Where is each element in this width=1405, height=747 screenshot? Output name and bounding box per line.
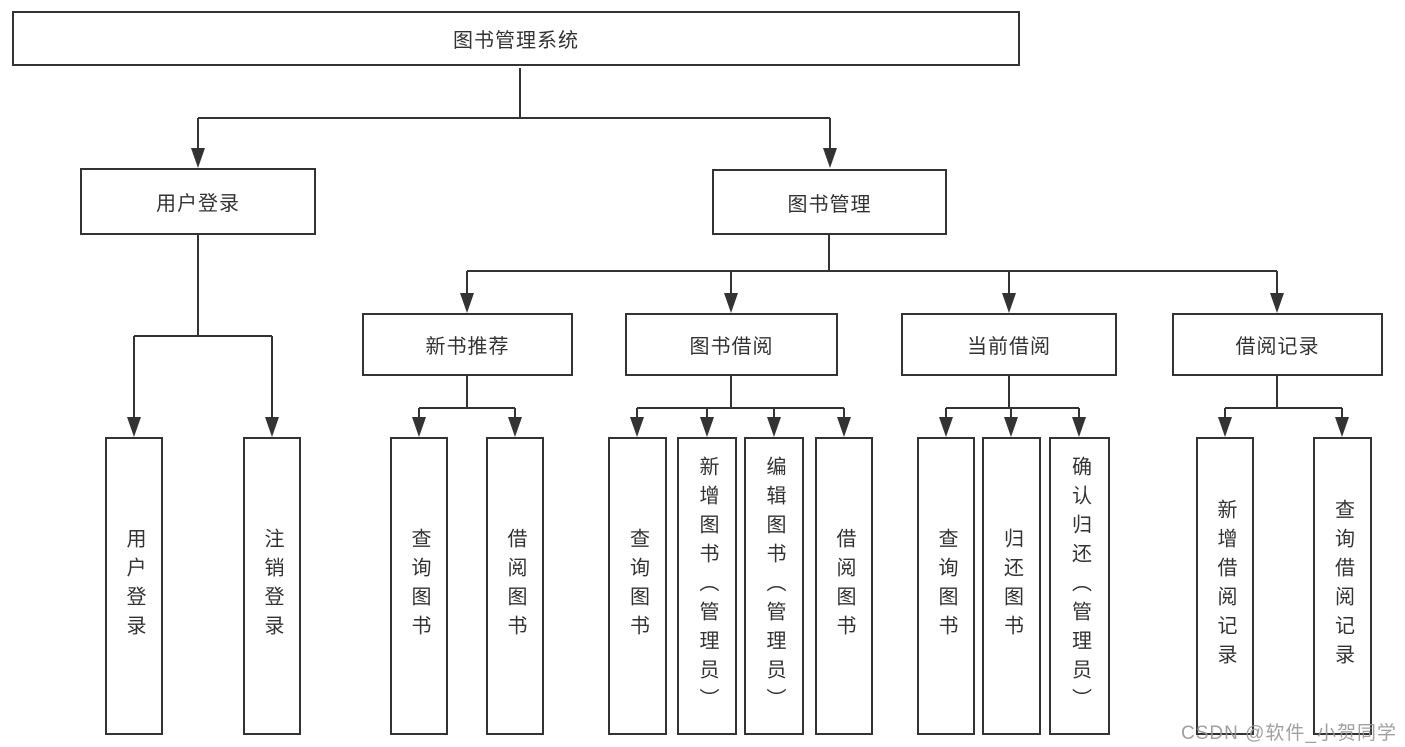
- node-book-borrow: 图书借阅: [625, 313, 838, 376]
- leaf-cb-query-books: 查询图书: [917, 437, 975, 735]
- node-borrow-records: 借阅记录: [1172, 313, 1383, 376]
- leaf-bb-borrow-books: 借阅图书: [815, 437, 873, 735]
- leaf-bb-edit-book-admin: 编辑图书（管理员）: [744, 437, 804, 735]
- tree-edges: [133, 68, 1343, 419]
- node-user-login: 用户登录: [80, 168, 316, 235]
- leaf-user-login: 用户登录: [105, 437, 163, 735]
- leaf-label: 编辑图书（管理员）: [763, 455, 785, 717]
- leaf-cb-return-books: 归还图书: [982, 437, 1041, 735]
- leaf-br-add-record: 新增借阅记录: [1196, 437, 1254, 735]
- leaf-label: 查询图书: [408, 528, 430, 644]
- node-current-borrow: 当前借阅: [901, 313, 1117, 376]
- leaf-nbr-borrow-books: 借阅图书: [486, 437, 544, 735]
- leaf-br-query-record: 查询借阅记录: [1313, 437, 1372, 735]
- leaf-label: 借阅图书: [833, 528, 855, 644]
- leaf-bb-add-book-admin: 新增图书（管理员）: [677, 437, 737, 735]
- leaf-label: 借阅图书: [504, 528, 526, 644]
- node-root: 图书管理系统: [12, 11, 1020, 66]
- node-book-management: 图书管理: [712, 169, 947, 235]
- leaf-label: 归还图书: [1000, 528, 1023, 644]
- leaf-cb-confirm-return-admin: 确认归还（管理员）: [1049, 437, 1110, 735]
- csdn-watermark: CSDN @软件_小贺同学: [1181, 723, 1397, 744]
- leaf-label: 新增图书（管理员）: [696, 455, 718, 717]
- leaf-label: 查询借阅记录: [1331, 499, 1354, 673]
- leaf-label: 查询图书: [626, 528, 649, 644]
- leaf-label: 用户登录: [123, 528, 145, 644]
- leaf-logout: 注销登录: [243, 437, 301, 735]
- node-new-book-recommend: 新书推荐: [362, 313, 573, 376]
- leaf-label: 确认归还（管理员）: [1068, 455, 1091, 717]
- leaf-bb-query-books: 查询图书: [608, 437, 667, 735]
- leaf-label: 新增借阅记录: [1214, 499, 1236, 673]
- leaf-label: 注销登录: [261, 528, 283, 644]
- leaf-label: 查询图书: [935, 528, 957, 644]
- arrowheads: [127, 148, 1349, 437]
- leaf-nbr-query-books: 查询图书: [390, 437, 448, 735]
